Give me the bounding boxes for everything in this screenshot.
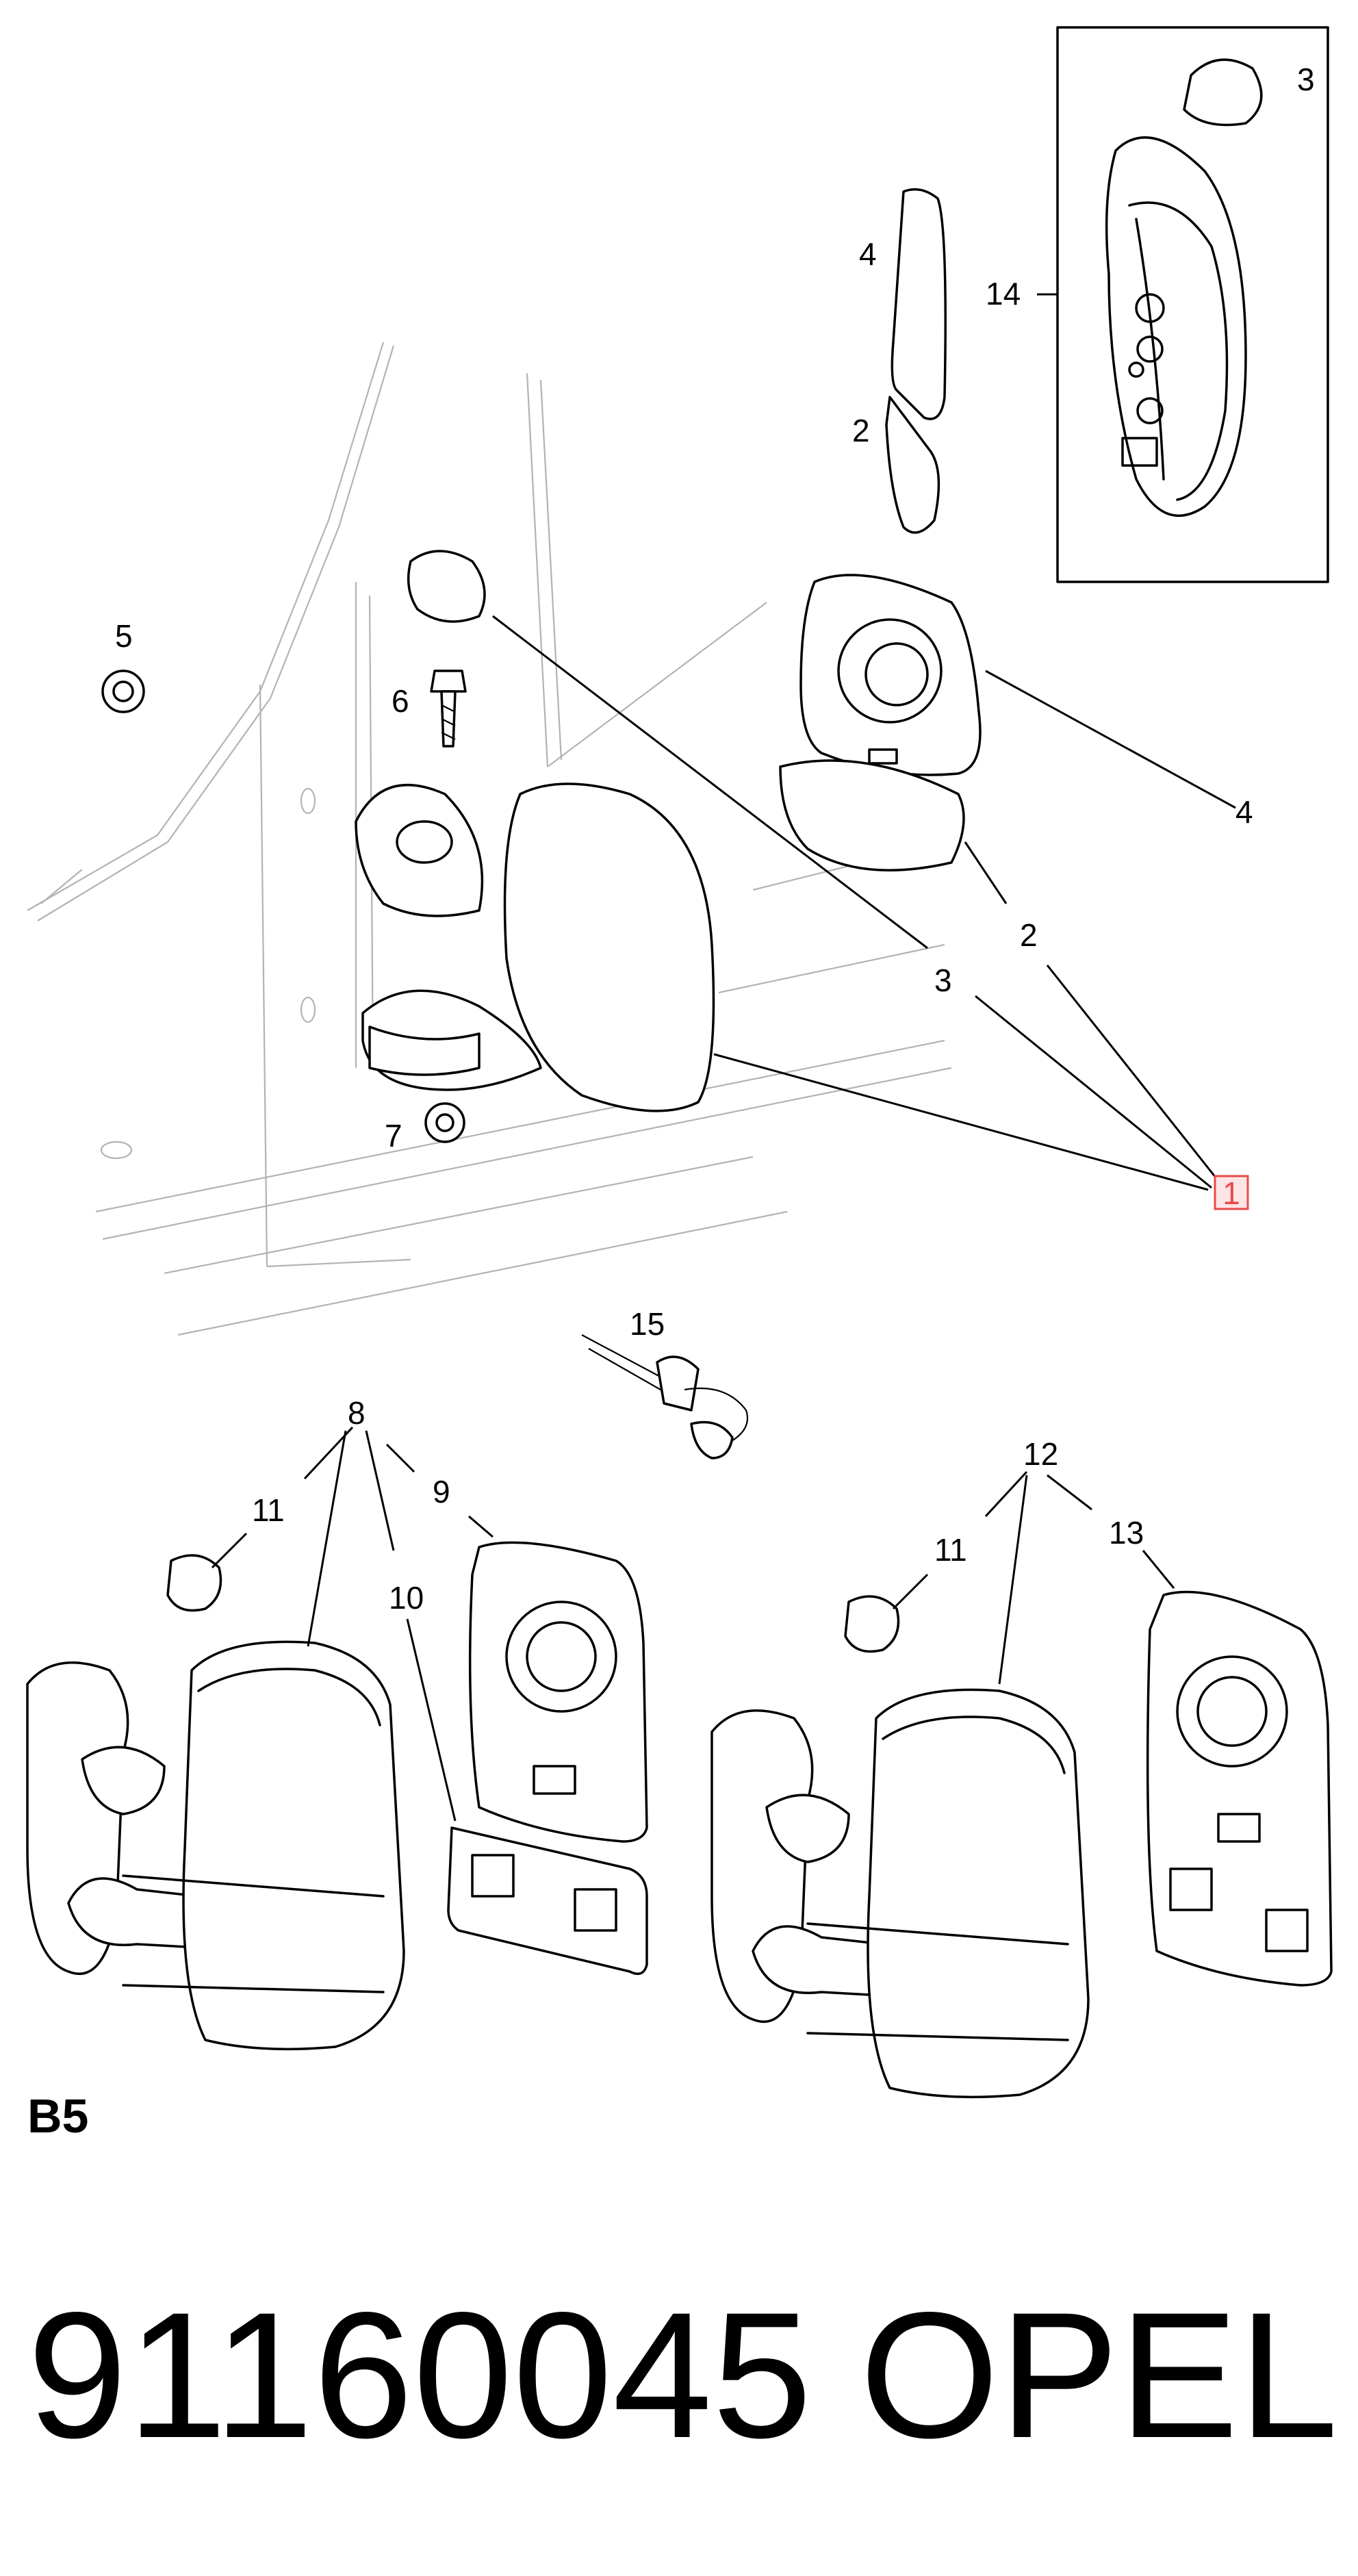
callout-4-glass: 4 xyxy=(859,236,877,272)
back-plate-9 xyxy=(468,1541,648,1843)
callout-3-inset: 3 xyxy=(1297,62,1315,97)
callout-10: 10 xyxy=(389,1580,424,1616)
callout-2-cover: 2 xyxy=(1020,917,1038,953)
footer-part-number: 91160045 xyxy=(27,2275,812,2475)
leader-lines xyxy=(211,293,1236,1822)
callout-15: 15 xyxy=(630,1306,665,1342)
cap-11-right xyxy=(844,1595,900,1653)
callout-3-cap: 3 xyxy=(934,962,952,998)
cable-15 xyxy=(581,1334,749,1459)
callout-8: 8 xyxy=(348,1395,366,1431)
mirror-assembly-12 xyxy=(710,1688,1090,2099)
callout-11-left: 11 xyxy=(252,1492,285,1528)
mirror-glass-4-top xyxy=(891,188,947,420)
cap-11-left xyxy=(166,1554,222,1612)
inset-cap xyxy=(1183,58,1263,127)
callout-6: 6 xyxy=(392,683,409,719)
callout-2-glass: 2 xyxy=(852,413,870,448)
nut-5 xyxy=(101,669,145,713)
mirror-cover-2 xyxy=(779,759,965,871)
main-mirror-assembly xyxy=(355,782,715,1112)
mirror-back-plate-4 xyxy=(799,574,982,776)
callout-1: 1 xyxy=(1222,1175,1240,1211)
callout-13: 13 xyxy=(1109,1515,1144,1551)
section-code: B5 xyxy=(27,2089,88,2143)
plate-10 xyxy=(447,1826,648,1976)
callout-14: 14 xyxy=(986,276,1021,311)
cap-3 xyxy=(407,550,486,623)
callout-labels: 3 4 14 2 5 6 4 2 3 7 15 8 11 9 10 12 13 … xyxy=(115,62,1315,1616)
screw-6 xyxy=(430,669,467,748)
callout-9: 9 xyxy=(433,1474,450,1509)
callout-11-right: 11 xyxy=(934,1532,967,1568)
callout-4-plate: 4 xyxy=(1235,794,1253,830)
callout-7: 7 xyxy=(385,1118,402,1153)
plate-13 xyxy=(1146,1590,1333,1987)
callout-1-highlight-box xyxy=(1214,1175,1249,1210)
footer-brand: OPEL xyxy=(860,2275,1338,2475)
callout-12: 12 xyxy=(1023,1436,1058,1472)
nut-7 xyxy=(424,1102,465,1143)
callout-5: 5 xyxy=(115,618,133,654)
inset-box xyxy=(1056,26,1329,583)
mirror-assembly-8 xyxy=(26,1640,405,2051)
mirror-glass-2-top xyxy=(885,396,940,534)
